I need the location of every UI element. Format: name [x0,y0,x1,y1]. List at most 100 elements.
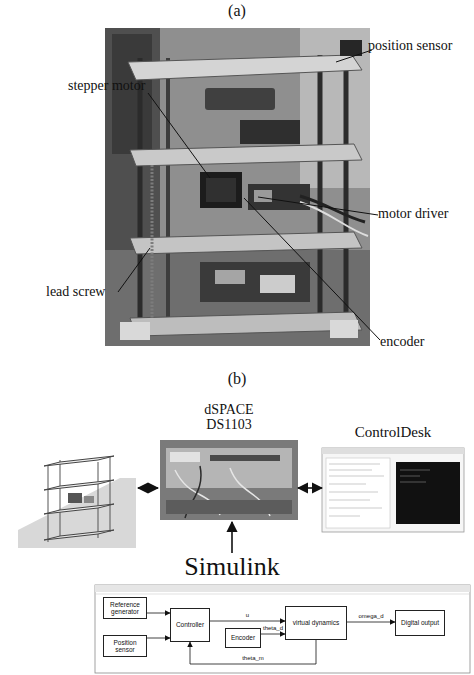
board-photo [160,440,298,520]
system-panel: ControlDesk [322,420,464,532]
board-photo [210,455,280,461]
system-panel: SimulinkReference generatorPosition sens… [95,553,470,673]
setup-photo [112,34,152,154]
signal-line [347,622,395,623]
setup-photo [205,88,275,110]
software-screenshot [400,482,426,483]
software-screenshot [400,476,420,477]
setup-photo [260,275,295,293]
setup-photo [340,40,362,56]
tower-model [68,493,82,503]
tower-model [48,456,110,542]
system-panel: dSPACE DS1103 [160,402,298,522]
tower-model [84,496,94,503]
block-name: Digital output [400,619,440,627]
software-screenshot [329,516,360,517]
tower-model [18,478,136,548]
leader-line [244,198,380,340]
setup-photo [200,262,310,302]
setup-photo [206,178,236,202]
board-photo [170,452,200,462]
block-name: Encoder [230,634,256,642]
setup-photo [130,232,362,254]
leader-line [258,197,378,215]
software-screenshot [400,470,430,471]
software-screenshot [329,476,384,477]
setup-photo [318,55,323,322]
model-block: Encoder [225,628,261,648]
setup-photo [330,320,358,338]
tower-model [98,462,99,538]
model-block: Position sensor [103,635,147,657]
setup-photo [300,28,370,188]
part-label: stepper motor [68,78,145,94]
signal-line [210,621,285,622]
signal-line [147,613,170,614]
tower-model [110,456,111,532]
setup-photo [138,58,143,335]
setup-photo [344,55,349,338]
signal-line [147,638,170,639]
setup-photo [105,28,370,346]
setup-photo [105,28,370,346]
model-block: Digital output [395,610,445,636]
setup-photo [254,190,272,202]
tower-model [18,456,136,548]
setup-photo [120,322,150,340]
tower-model [60,460,61,536]
tower-model [44,480,114,490]
model-block: Controller [170,608,210,642]
block-name: Controller [175,621,205,629]
setup-photo [300,202,368,236]
board-photo [160,440,298,520]
software-screenshot [329,484,366,485]
leader-line [118,50,380,340]
leader-line [148,93,210,178]
software-screenshot [329,464,380,465]
panel-heading: ControlDesk [322,424,464,441]
data-link-arrow [298,487,322,489]
board-photo [166,500,292,514]
software-screenshot [326,458,390,528]
panel-heading: dSPACE DS1103 [189,402,269,433]
model-screenshot [95,585,470,592]
setup-photo [130,312,362,336]
model-screenshot [95,585,470,673]
setup-photo [130,144,362,166]
panel-heading: Simulink [152,553,312,582]
part-label: motor driver [378,206,448,222]
setup-photo [166,58,170,320]
tower-model [44,530,114,540]
signal-line [261,634,285,635]
signal-name: theta_m [233,655,273,662]
link-arrow [138,487,158,489]
model-block: virtual dynamics [285,606,347,640]
software-screenshot [329,464,384,516]
part-label: encoder [380,334,424,350]
tower-model [48,466,49,542]
setup-photo [200,172,242,208]
setup-photo [240,120,300,144]
software-screenshot [329,492,378,493]
board-photo [166,448,292,488]
leader-line [118,248,150,292]
panel-tag: (b) [217,370,257,388]
software-screenshot [329,508,382,509]
tower-model [44,456,114,466]
block-name: Position sensor [104,639,146,654]
model-screenshot [95,585,470,673]
signal-name: u [228,612,268,619]
model-block: Reference generator [103,597,147,619]
software-screenshot [322,448,464,532]
software-screenshot [400,470,430,482]
software-screenshot [396,462,460,524]
tower-model [44,504,114,514]
signal-name: theta_d [253,625,293,632]
part-label: position sensor [368,38,452,54]
panel-tag: (a) [217,2,257,20]
software-screenshot [322,448,464,454]
leader-line [336,50,372,62]
signal-name: omega_d [351,613,391,620]
setup-photo [215,270,245,284]
